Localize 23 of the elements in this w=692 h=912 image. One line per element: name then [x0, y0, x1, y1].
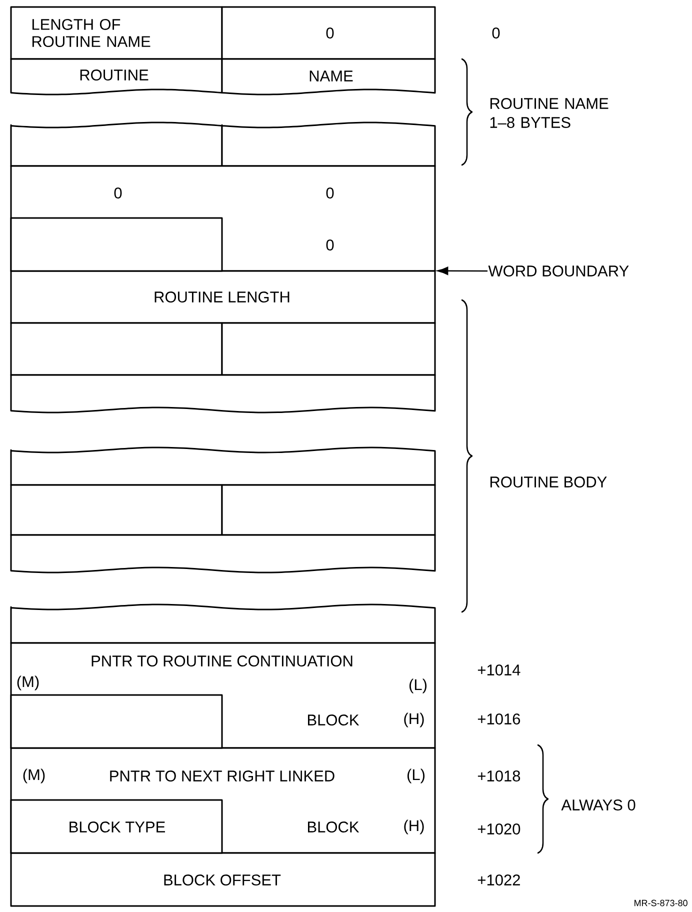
empty-cell — [10, 694, 223, 749]
empty-cell — [10, 534, 436, 574]
empty-cell — [10, 446, 436, 486]
word-boundary-label: WORD BOUNDARY — [488, 266, 629, 276]
side-label: ROUTINE BODY — [490, 476, 607, 488]
side-label: +1020 — [478, 824, 520, 834]
table-cell: 0 — [221, 6, 436, 60]
side-label: +1018 — [478, 770, 520, 782]
arrow — [437, 266, 488, 275]
empty-cell — [10, 217, 223, 272]
table-cell: LENGTH OF ROUTINE NAME — [10, 6, 223, 60]
side-label: ALWAYS 0 — [561, 800, 636, 810]
empty-cell — [10, 604, 436, 644]
table-cell: ROUTINE — [10, 58, 223, 96]
side-label: +1014 — [478, 664, 520, 676]
figure-id: MR-S-873-80 — [634, 900, 688, 906]
side-label: 0 — [492, 28, 500, 38]
table-cell: BLOCK TYPE — [10, 799, 223, 854]
empty-cell — [10, 374, 436, 414]
side-label: +1016 — [478, 714, 520, 724]
table-cell: NAME — [221, 58, 436, 96]
side-label: +1022 — [478, 874, 520, 886]
side-label: ROUTINE NAME 1–8 BYTES — [490, 98, 608, 128]
